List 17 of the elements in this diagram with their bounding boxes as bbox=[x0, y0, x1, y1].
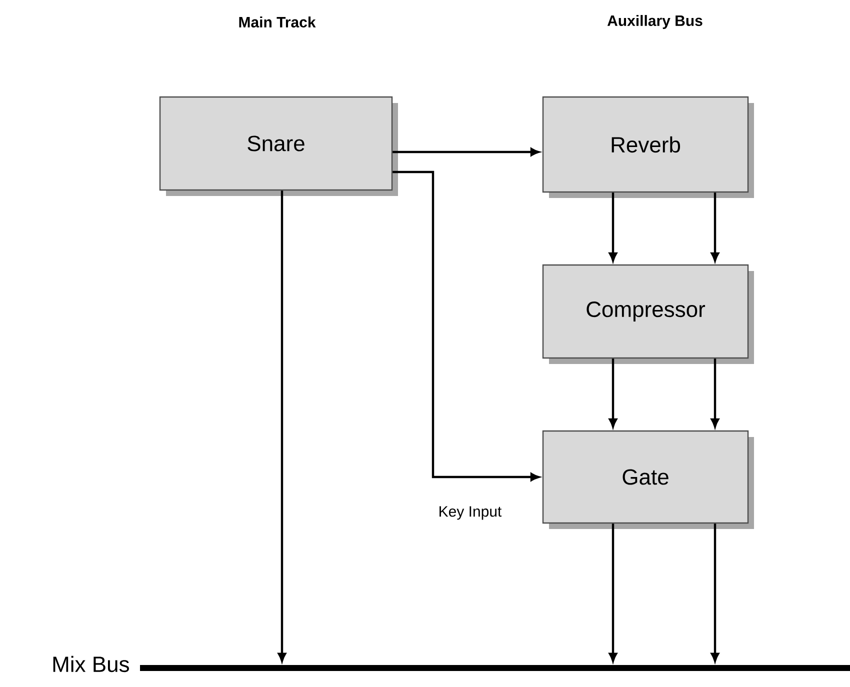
column-heading: Auxillary Bus bbox=[607, 15, 702, 29]
process-box: Gate bbox=[542, 430, 754, 529]
arrow bbox=[710, 192, 720, 262]
bus-label: Mix Bus bbox=[53, 656, 129, 672]
process-box: Snare bbox=[159, 96, 398, 196]
arrow bbox=[278, 190, 286, 662]
arrow bbox=[392, 148, 540, 156]
edge-label: Key Input bbox=[437, 505, 503, 521]
process-box: Compressor bbox=[542, 264, 754, 364]
arrow bbox=[392, 170, 540, 482]
arrow bbox=[710, 358, 720, 428]
process-box: Reverb bbox=[542, 96, 754, 198]
arrow bbox=[608, 524, 618, 662]
arrow bbox=[608, 192, 618, 262]
arrow bbox=[710, 524, 720, 662]
column-heading: Main Track bbox=[239, 16, 316, 28]
arrow bbox=[608, 358, 618, 428]
